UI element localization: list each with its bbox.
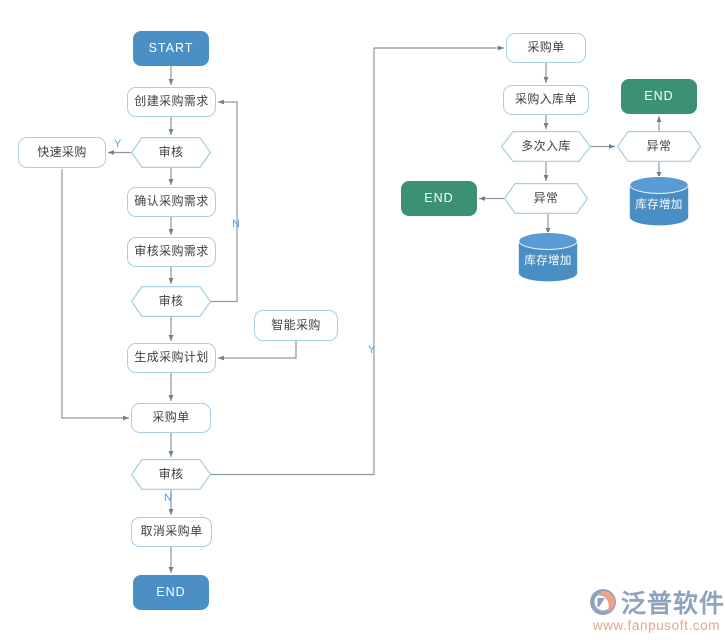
node-label: 生成采购计划: [134, 350, 209, 365]
hexagon-shape: [501, 131, 591, 162]
edge-label-n-audit2: N: [232, 218, 241, 230]
database-cylinder-icon: [518, 232, 578, 282]
brand-watermark: 泛普软件 www.fanpusoft.com: [588, 584, 725, 633]
node-smart-purchase[interactable]: 智能采购: [254, 310, 338, 341]
node-purchase-inbound-order[interactable]: 采购入库单: [503, 85, 589, 115]
hexagon-shape: [131, 137, 211, 168]
node-purchase-order-left[interactable]: 采购单: [131, 403, 211, 433]
node-label: 审核: [158, 293, 184, 308]
node-label: END: [424, 190, 454, 205]
node-label: 异常: [533, 190, 559, 205]
node-label: 快速采购: [37, 144, 87, 159]
node-abnormal-left[interactable]: 异常: [504, 183, 588, 214]
node-review-purchase-request[interactable]: 审核采购需求: [127, 237, 216, 267]
node-end-green-right[interactable]: END: [621, 79, 697, 114]
watermark-row: 泛普软件: [588, 584, 725, 620]
database-cylinder-icon: [629, 176, 689, 226]
node-abnormal-right[interactable]: 异常: [617, 131, 701, 162]
node-label: END: [156, 584, 186, 599]
node-label: 确认采购需求: [134, 194, 209, 209]
node-fast-purchase[interactable]: 快速采购: [18, 137, 106, 168]
node-start[interactable]: START: [133, 31, 209, 66]
fanpu-logo-icon: [590, 589, 616, 615]
node-label: START: [148, 40, 194, 55]
edge-label-y-audit3: Y: [368, 344, 376, 356]
node-label: 采购入库单: [514, 92, 577, 107]
node-end-blue[interactable]: END: [133, 575, 209, 610]
node-generate-purchase-plan[interactable]: 生成采购计划: [127, 343, 216, 373]
hexagon-shape: [131, 459, 211, 490]
node-audit-2[interactable]: 审核: [131, 286, 211, 317]
edge-label-n-audit3: N: [164, 492, 173, 504]
node-label: 审核: [158, 466, 184, 481]
node-label: 库存增加: [524, 255, 572, 268]
node-stock-increase-right[interactable]: 库存增加: [629, 176, 689, 226]
node-label: 智能采购: [271, 317, 321, 332]
hexagon-shape: [504, 183, 588, 214]
node-audit-1[interactable]: 审核: [131, 137, 211, 168]
node-label: 采购单: [152, 410, 190, 425]
node-multiple-inbound[interactable]: 多次入库: [501, 131, 591, 162]
watermark-url: www.fanpusoft.com: [592, 618, 721, 633]
watermark-brand: 泛普软件: [621, 590, 725, 618]
node-label: 库存增加: [635, 199, 683, 212]
node-label: 取消采购单: [140, 524, 203, 539]
node-label: 采购单: [527, 40, 565, 55]
node-cancel-purchase-order[interactable]: 取消采购单: [131, 517, 212, 547]
node-label: 创建采购需求: [134, 94, 209, 109]
node-end-green-left[interactable]: END: [401, 181, 477, 216]
node-audit-3[interactable]: 审核: [131, 459, 211, 490]
node-label: END: [644, 88, 674, 103]
hexagon-shape: [617, 131, 701, 162]
node-label: 多次入库: [521, 138, 571, 153]
edge-label-y-audit1: Y: [114, 138, 122, 150]
node-label: 审核采购需求: [134, 244, 209, 259]
node-purchase-order-right[interactable]: 采购单: [506, 33, 586, 63]
node-stock-increase-left[interactable]: 库存增加: [518, 232, 578, 282]
node-create-purchase-request[interactable]: 创建采购需求: [127, 87, 216, 117]
node-confirm-purchase-request[interactable]: 确认采购需求: [127, 187, 216, 217]
hexagon-shape: [131, 286, 211, 317]
node-label: 异常: [646, 138, 672, 153]
node-label: 审核: [158, 144, 184, 159]
